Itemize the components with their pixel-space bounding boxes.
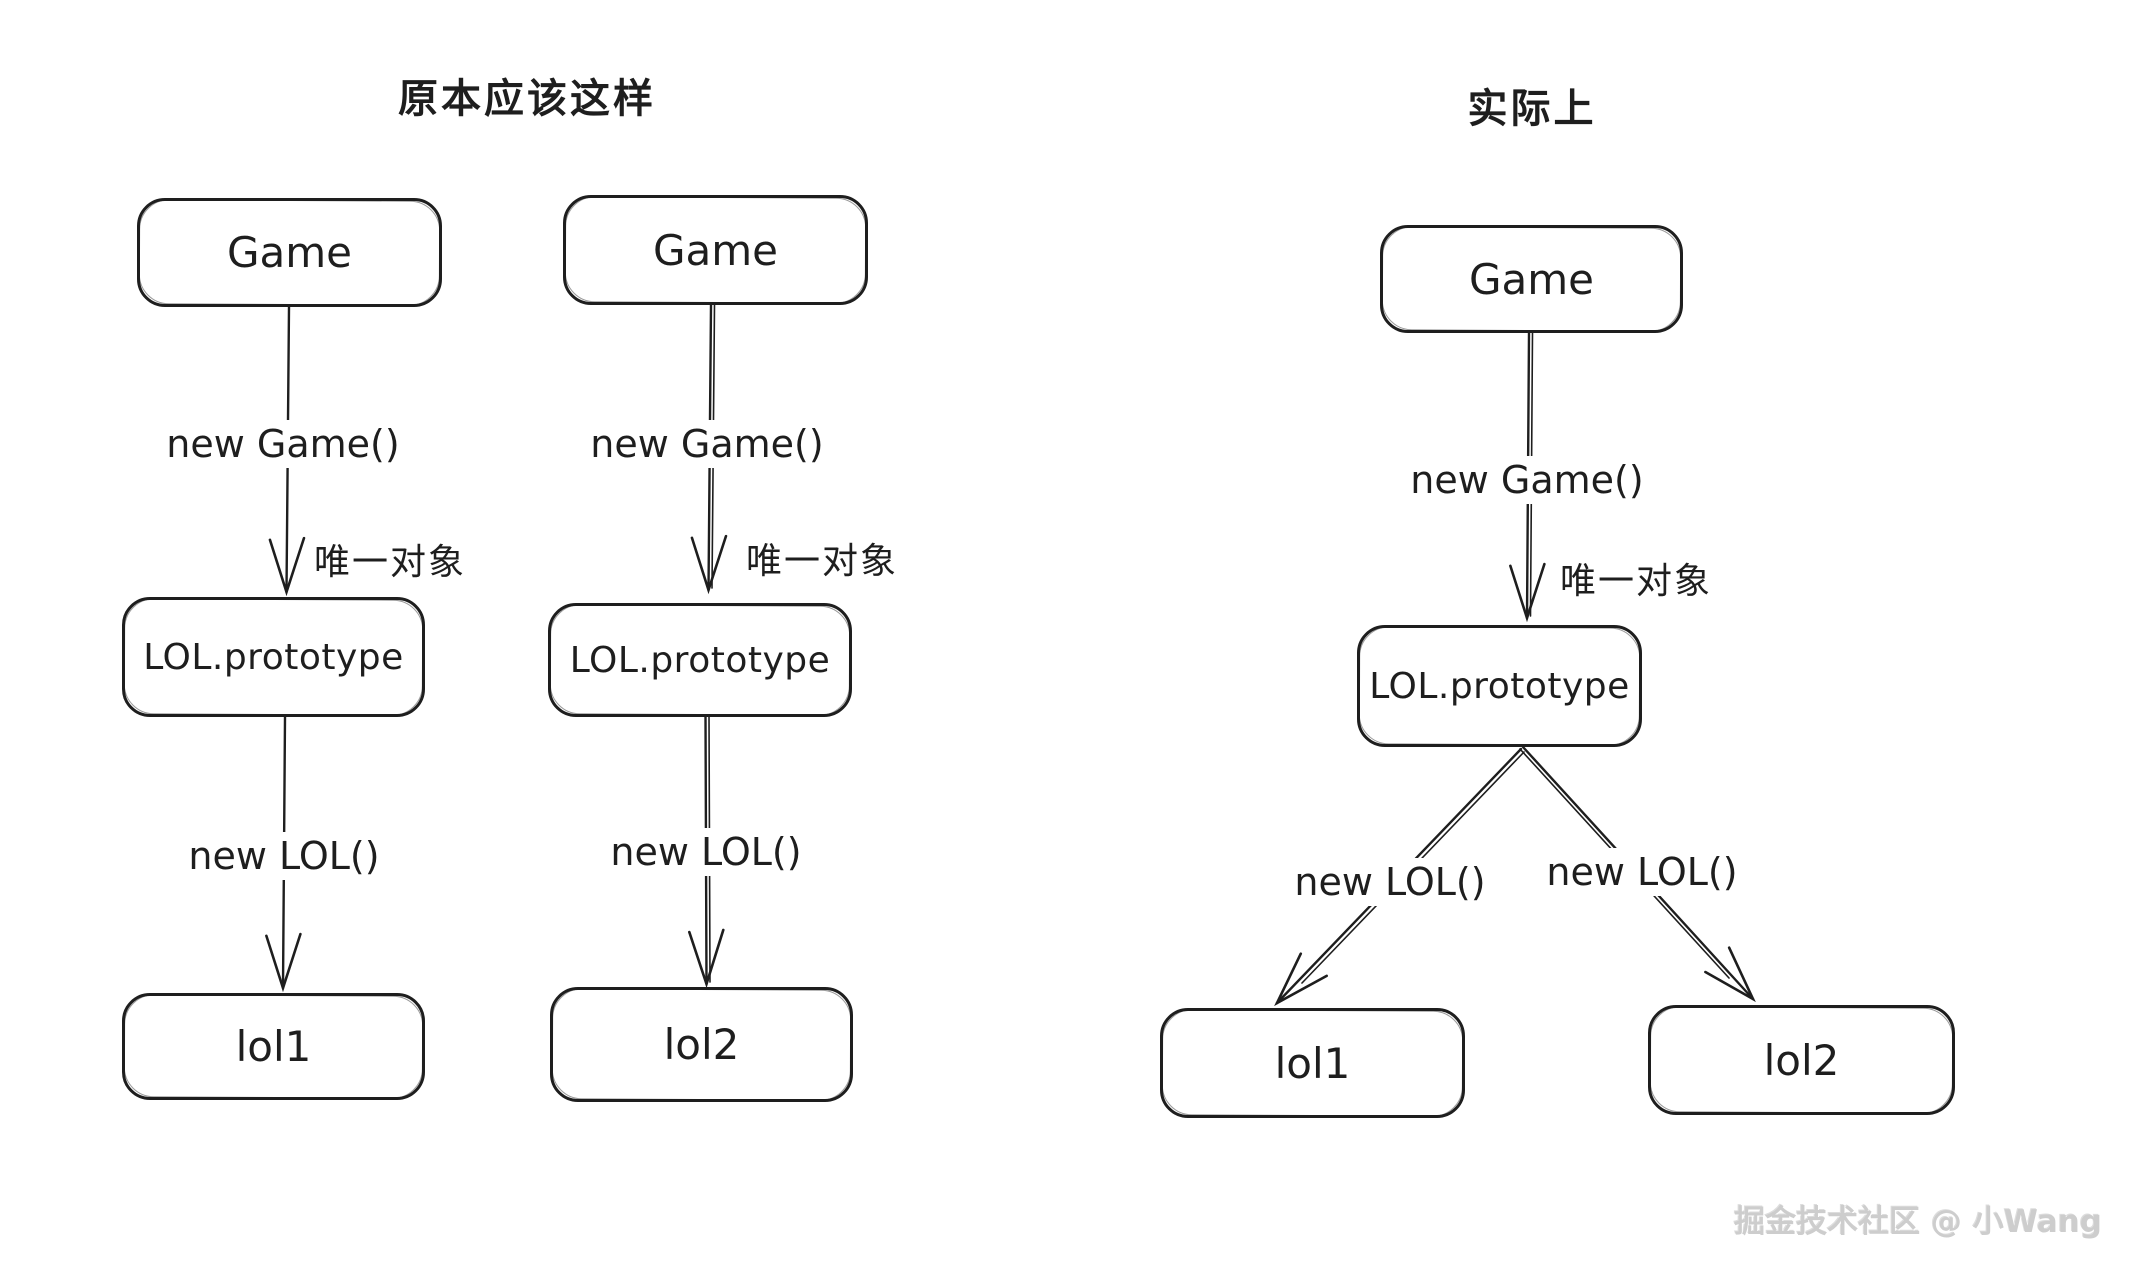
node-label: Game [652,225,779,275]
node-label: LOL.prototype [1369,665,1630,707]
node-lol2-expected: lol2 [550,987,853,1102]
node-lol1-actual: lol1 [1160,1008,1465,1118]
node-prototype-actual: LOL.prototype [1357,625,1642,747]
node-game-expected2: Game [563,195,868,305]
node-label: lol2 [663,1020,740,1069]
annotation-unique-expected1: 唯一对象 [313,542,467,583]
node-lol2-actual: lol2 [1648,1005,1955,1115]
node-label: Game [226,228,353,277]
node-prototype-expected1: LOL.prototype [122,597,425,717]
node-lol1-expected: lol1 [122,993,425,1100]
edge-label-newlol-actual-right: new LOL() [1536,848,1748,896]
edge-label-newgame-expected1: new Game() [156,420,410,468]
edge-label-newlol-expected1: new LOL() [178,832,390,880]
edge-label-newlol-actual-left: new LOL() [1284,858,1496,906]
section-title-actual: 实际上 [1467,86,1597,132]
edge-label-newgame-actual: new Game() [1400,456,1654,504]
node-label: lol1 [235,1022,312,1071]
node-game-actual: Game [1380,225,1683,333]
node-label: LOL.prototype [143,636,404,678]
node-prototype-expected2: LOL.prototype [548,603,852,717]
node-label: lol1 [1274,1038,1351,1088]
edge-label-newgame-expected2: new Game() [580,420,834,468]
node-label: Game [1468,254,1595,304]
annotation-unique-actual: 唯一对象 [1559,561,1713,602]
section-title-expected: 原本应该这样 [398,76,656,122]
node-label: lol2 [1763,1035,1840,1085]
annotation-unique-expected2: 唯一对象 [745,541,899,582]
edge-label-newlol-expected2: new LOL() [600,828,812,876]
node-label: LOL.prototype [569,639,831,681]
node-game-expected1: Game [137,198,442,307]
watermark: 掘金技术社区 @ 小Wang [1734,1204,2102,1240]
